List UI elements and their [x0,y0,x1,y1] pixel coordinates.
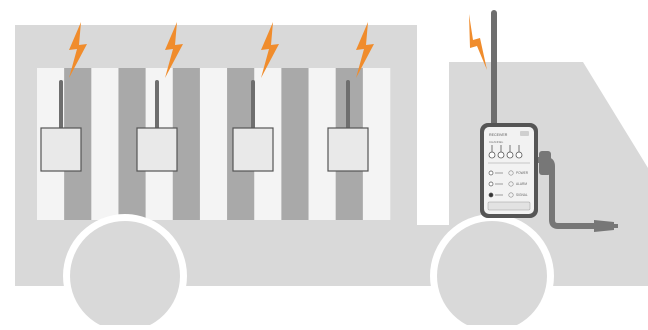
device-header-text: RECEIVER [489,133,508,137]
plug-tip [612,224,618,228]
cargo-stripe [91,68,119,220]
lightning-bolt-icon [261,22,279,78]
antenna-icon [251,80,255,130]
sensor-box [136,127,178,172]
status-ring [508,192,514,198]
receiver-antenna [491,10,497,128]
status-label: POWER [516,171,529,175]
device-status-rows: POWER ALARM SIGNAL [487,170,531,211]
status-ring [508,181,514,187]
lightning-bolt-icon [165,22,183,78]
front-wheel [430,214,554,330]
sensor [232,22,279,172]
gateway-device-icon: RECEIVER CHANNEL POWER ALARM SIGNAL [480,123,538,218]
status-led [488,181,494,187]
device-face [484,127,534,214]
rear-wheel-tire [70,221,180,330]
device-button [497,151,505,159]
device-status-row: SIGNAL [488,192,528,198]
status-ring [508,170,514,176]
cable-strain-relief [539,151,551,175]
cargo-stripe [281,68,309,220]
status-led [488,170,494,176]
status-label: SIGNAL [516,193,528,197]
antenna-icon [155,80,159,130]
device-button [488,151,496,159]
device-button [515,151,523,159]
device-status-row: ALARM [488,181,527,187]
sensor-group [40,22,374,172]
sensor [136,22,183,172]
cargo-stripe [199,68,228,220]
status-led [488,192,494,198]
device-status-row: POWER [488,170,529,176]
sensor [327,22,374,172]
antenna-icon [491,10,497,128]
rear-wheel [63,214,187,330]
antenna-icon [59,80,63,130]
device-sub-text: CHANNEL [489,140,504,144]
device-buttons [488,145,523,159]
car-charger-plug-icon [594,220,614,232]
lightning-bolt-icon [469,14,487,70]
power-cable [530,151,618,232]
device-badge [520,131,529,136]
lightning-bolt-icon [356,22,374,78]
status-label: ALARM [516,182,527,186]
sensor-box [232,127,274,172]
lightning-bolt-icon [69,22,87,78]
sensor-box [327,127,369,172]
front-wheel-tire [437,221,547,330]
sensor [40,22,87,172]
device-button [506,151,514,159]
antenna-icon [346,80,350,130]
sensor-box [40,127,82,172]
device-footer-panel [487,201,531,211]
